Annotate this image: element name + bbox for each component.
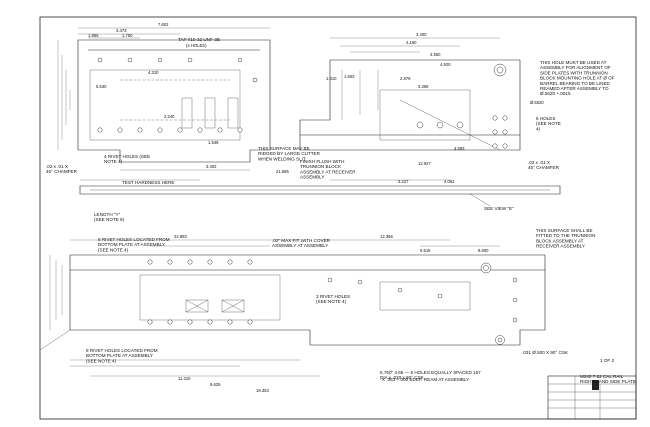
drawing-frame — [39, 16, 637, 420]
view-e-label: SEE VIEW "E" — [484, 206, 514, 211]
dim-5630: 5.630 — [96, 84, 107, 89]
title-block — [547, 375, 637, 420]
top-view — [57, 27, 271, 171]
dim-3402: 3.402 — [206, 164, 217, 169]
dim-4310: 4.310 — [148, 70, 159, 75]
sheet-number: 1 OF 2 — [600, 358, 614, 363]
dim-3400: 3.400 — [416, 32, 427, 37]
dim-5620: Ø.5620 — [530, 100, 544, 105]
dim-3365: 3.365 — [418, 84, 429, 89]
dim-5515: 5.515 — [420, 248, 431, 253]
dim-1310: 1.310 — [326, 76, 337, 81]
dim-4062: 4.062 — [444, 179, 455, 184]
rivet-3-note: 3 RIVET HOLES(SEE NOTE 4) — [316, 294, 350, 304]
test-hardness-label: TEST HARDNESS HERE — [122, 180, 175, 185]
dim-21585: 21.585 — [276, 169, 289, 174]
dim-9625: 9.625 — [210, 382, 221, 387]
dim-2240: 2.240 — [164, 114, 175, 119]
hole-spec: 5.760" 4.66 — 5 HOLES EQUALLY SPACED 167… — [380, 370, 481, 380]
tap-qty: (4 HOLES) — [186, 43, 207, 48]
dim-width-a: 3.473 — [116, 28, 127, 33]
dim-1603: 1.603 — [344, 74, 355, 79]
dim-2879: 2.879 — [400, 76, 411, 81]
dim-11310: 11.310 — [178, 376, 191, 381]
tap-note: TAP #10-32 UNF-3B — [178, 37, 220, 42]
bottom-view — [39, 239, 546, 377]
dim-9500: 9.500 — [478, 248, 489, 253]
dim-width-c: 1.760 — [122, 33, 133, 38]
recess-note: X .053 +.000 EDEP. REAM AT ASSEMBLY — [382, 377, 469, 382]
dim-12927: 12.927 — [418, 161, 431, 166]
dim-4160: 4.160 — [406, 40, 417, 45]
dim-overall-width: 7.602 — [158, 22, 169, 27]
right-view — [299, 37, 521, 151]
dim-3227: 3.227 — [398, 179, 409, 184]
dim-19353: 19.353 — [256, 388, 269, 393]
edge-view — [79, 179, 561, 207]
dim-4583: 4.583 — [454, 146, 465, 151]
length-y-label: LENGTH "Y"(SEE NOTE 9) — [94, 212, 125, 222]
dim-1546: 1.546 — [208, 140, 219, 145]
dim-width-b: 1.865 — [88, 33, 99, 38]
dim-4920: 4.920 — [440, 62, 451, 67]
dim-22893: 22.893 — [174, 234, 187, 239]
dim-4550: 4.550 — [430, 52, 441, 57]
dim-12366: 12.366 — [380, 234, 393, 239]
csk-note: .031 Ø.500 X 90° CSK — [522, 350, 569, 355]
logo-mark — [592, 380, 599, 390]
